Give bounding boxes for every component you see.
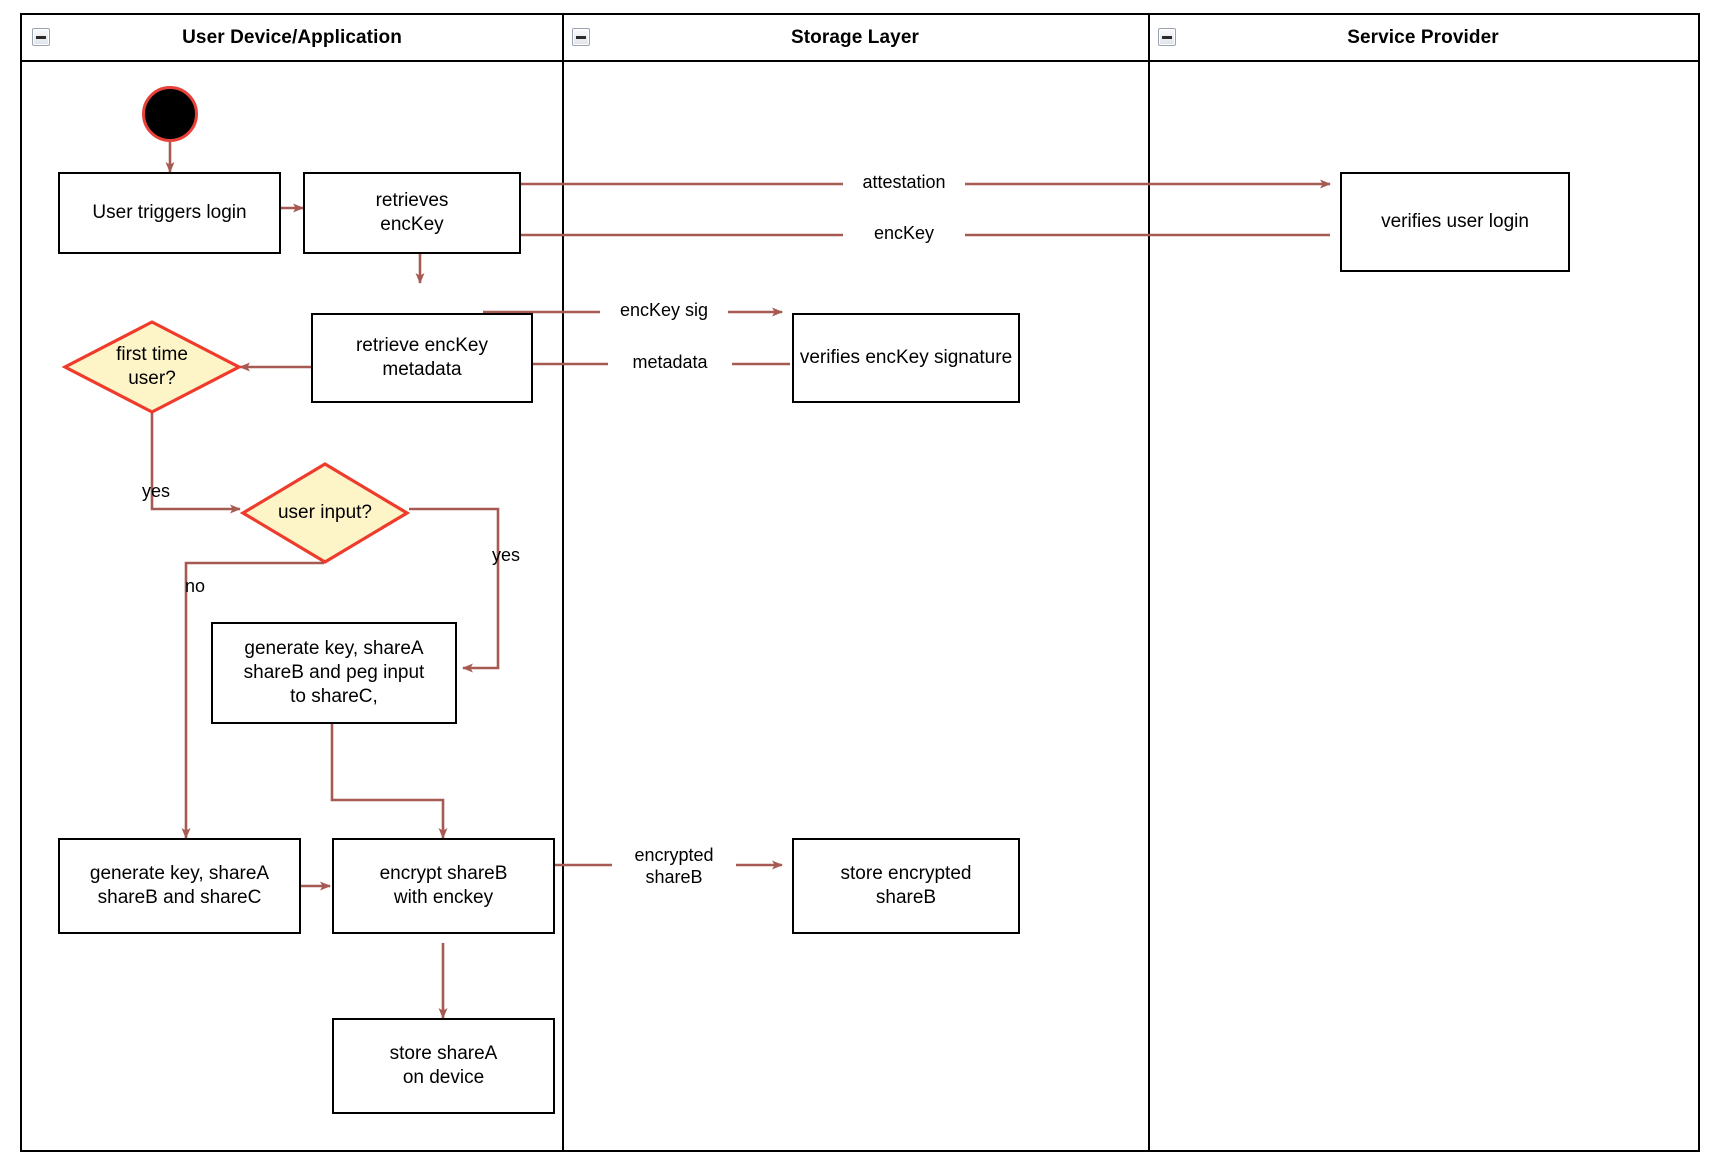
action-verifies-enckey-signature[interactable]: verifies encKey signature	[792, 313, 1020, 403]
lane-title-user-device: User Device/Application	[182, 26, 402, 48]
action-generate-key-shares[interactable]: generate key, shareA shareB and shareC	[58, 838, 301, 934]
lane-header-storage-layer[interactable]: Storage Layer	[562, 15, 1148, 60]
lane-divider-1	[562, 15, 564, 1150]
collapse-minus-icon-user-device[interactable]	[32, 28, 50, 46]
edge-label-userinput-no: no	[184, 576, 206, 596]
action-encrypt-shareb[interactable]: encrypt shareB with enckey	[332, 838, 555, 934]
edge-label-attestation: attestation	[843, 172, 965, 194]
lane-title-service-provider: Service Provider	[1347, 26, 1499, 48]
edge-label-userinput-yes: yes	[491, 545, 520, 565]
edge-label-metadata: metadata	[608, 352, 732, 374]
action-store-sharea-on-device[interactable]: store shareA on device	[332, 1018, 555, 1114]
edge-label-encrypted-shareb: encrypted shareB	[612, 845, 736, 889]
action-retrieves-enckey[interactable]: retrieves encKey	[303, 172, 521, 254]
lane-title-storage-layer: Storage Layer	[790, 26, 920, 48]
lane-header-divider	[22, 60, 1698, 62]
decision-user-input[interactable]: user input?	[240, 461, 410, 565]
decision-label-first-time-user: first time user?	[116, 344, 188, 389]
action-user-triggers-login[interactable]: User triggers login	[58, 172, 281, 254]
action-generate-peg-input[interactable]: generate key, shareA shareB and peg inpu…	[211, 622, 457, 724]
collapse-minus-icon-storage-layer[interactable]	[572, 28, 590, 46]
lane-divider-2	[1148, 15, 1150, 1150]
initial-node	[142, 86, 198, 142]
edge-label-firsttime-yes: yes	[141, 481, 170, 501]
action-store-encrypted-shareb[interactable]: store encrypted shareB	[792, 838, 1020, 934]
edge-label-enckey: encKey	[843, 223, 965, 245]
edge-label-enckey-sig: encKey sig	[600, 300, 728, 322]
action-verifies-user-login[interactable]: verifies user login	[1340, 172, 1570, 272]
lane-header-service-provider[interactable]: Service Provider	[1148, 15, 1698, 60]
action-retrieve-enckey-metadata[interactable]: retrieve encKey metadata	[311, 313, 533, 403]
lane-header-user-device[interactable]: User Device/Application	[22, 15, 562, 60]
decision-first-time-user[interactable]: first time user?	[62, 319, 242, 415]
decision-label-user-input: user input?	[277, 502, 372, 524]
collapse-minus-icon-service-provider[interactable]	[1158, 28, 1176, 46]
